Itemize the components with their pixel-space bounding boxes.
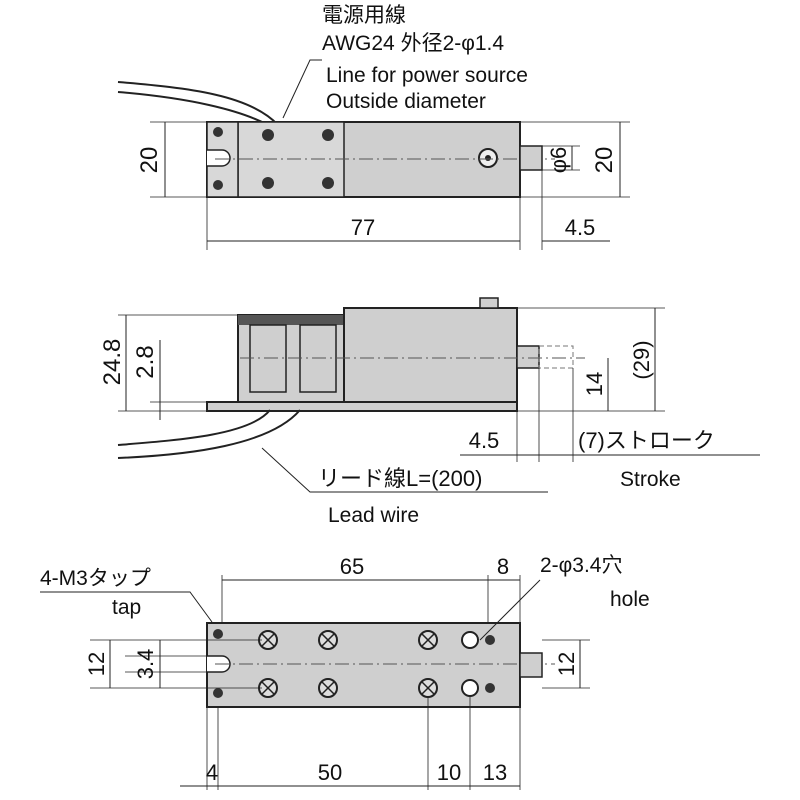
tap-hole-crosses: [261, 633, 435, 695]
lead-wire-2: [117, 409, 301, 459]
hole-spec-label: 2-φ3.4穴: [540, 554, 622, 577]
dim-65-label: 65: [340, 554, 364, 579]
top-view: 20 20 φ6 77 4.5 電源用線 AWG24 外径2-φ1.4 Line…: [117, 4, 630, 250]
dim-4-label: 4: [206, 760, 218, 785]
bottom-view: 65 8 4-M3タップ tap 2-φ3.4穴 hole 12 3.4 12 …: [40, 554, 650, 790]
tap-jp-label: 4-M3タップ: [40, 567, 151, 590]
screw-head: [213, 688, 223, 698]
side-view-rod-extended: [538, 345, 574, 369]
dim-rod-offset-label: 4.5: [469, 428, 500, 453]
side-view: 24.8 2.8 (29) 14 4.5 (7)ストローク Stroke リード…: [99, 297, 760, 527]
through-hole: [461, 631, 479, 649]
screw-head: [322, 129, 334, 141]
screw-head: [322, 177, 334, 189]
dim-10-label: 10: [437, 760, 461, 785]
lead-wire-1: [117, 409, 271, 446]
side-view-body: [343, 307, 518, 403]
dim-base-thickness-label: 2.8: [132, 345, 159, 378]
hole-en-label: hole: [610, 588, 650, 611]
dim-height-right-label: 20: [591, 147, 618, 174]
side-view-top-bump: [479, 297, 499, 309]
dim-rod-length-label: 4.5: [565, 215, 596, 240]
power-line-jp-label: 電源用線: [322, 4, 406, 27]
power-line-spec-label: AWG24 外径2-φ1.4: [322, 32, 504, 55]
side-view-head-frame: [238, 315, 344, 325]
side-view-base-plate: [206, 401, 518, 412]
screw-head: [213, 127, 223, 137]
tap-en-label: tap: [112, 596, 141, 619]
lead-wire-en-label: Lead wire: [328, 504, 419, 527]
dim-height-left-label: 20: [136, 147, 163, 174]
top-view-rod: [519, 145, 543, 171]
top-view-slot: [207, 149, 231, 167]
dim-rod-height-label: 14: [582, 372, 607, 396]
screw-head: [262, 177, 274, 189]
lead-wire-jp-label: リード線L=(200): [318, 466, 482, 491]
screw-head: [213, 180, 223, 190]
dim-50-label: 50: [318, 760, 342, 785]
through-hole: [461, 679, 479, 697]
dim-total-height-label: 24.8: [99, 339, 126, 386]
dim-8-label: 8: [497, 554, 509, 579]
power-line-en-label: Line for power source: [326, 64, 528, 87]
side-view-rod: [516, 345, 540, 369]
stroke-jp-label: (7)ストローク: [578, 428, 715, 453]
screw-head: [485, 683, 495, 693]
tap-leader: [40, 591, 213, 623]
dim-rod-diameter-label: φ6: [546, 147, 571, 174]
dim-3-4-label: 3.4: [133, 649, 158, 680]
power-wire-2: [117, 91, 269, 126]
screw-head: [262, 129, 274, 141]
hole-leader: [479, 579, 541, 641]
screw-center: [485, 155, 491, 161]
stroke-en-label: Stroke: [620, 468, 681, 491]
bottom-view-rod: [519, 652, 543, 678]
dim-height-paren-label: (29): [629, 340, 654, 379]
power-line-leader: [282, 59, 322, 119]
dim-12-left-label: 12: [84, 652, 109, 676]
dim-13-label: 13: [483, 760, 507, 785]
lead-wire-leader: [261, 447, 548, 493]
screw-head: [213, 629, 223, 639]
screw-head: [485, 635, 495, 645]
outside-diameter-en-label: Outside diameter: [326, 90, 486, 113]
power-wire-1: [117, 81, 279, 126]
dim-12-right-label: 12: [554, 652, 579, 676]
dim-length-label: 77: [351, 215, 375, 240]
